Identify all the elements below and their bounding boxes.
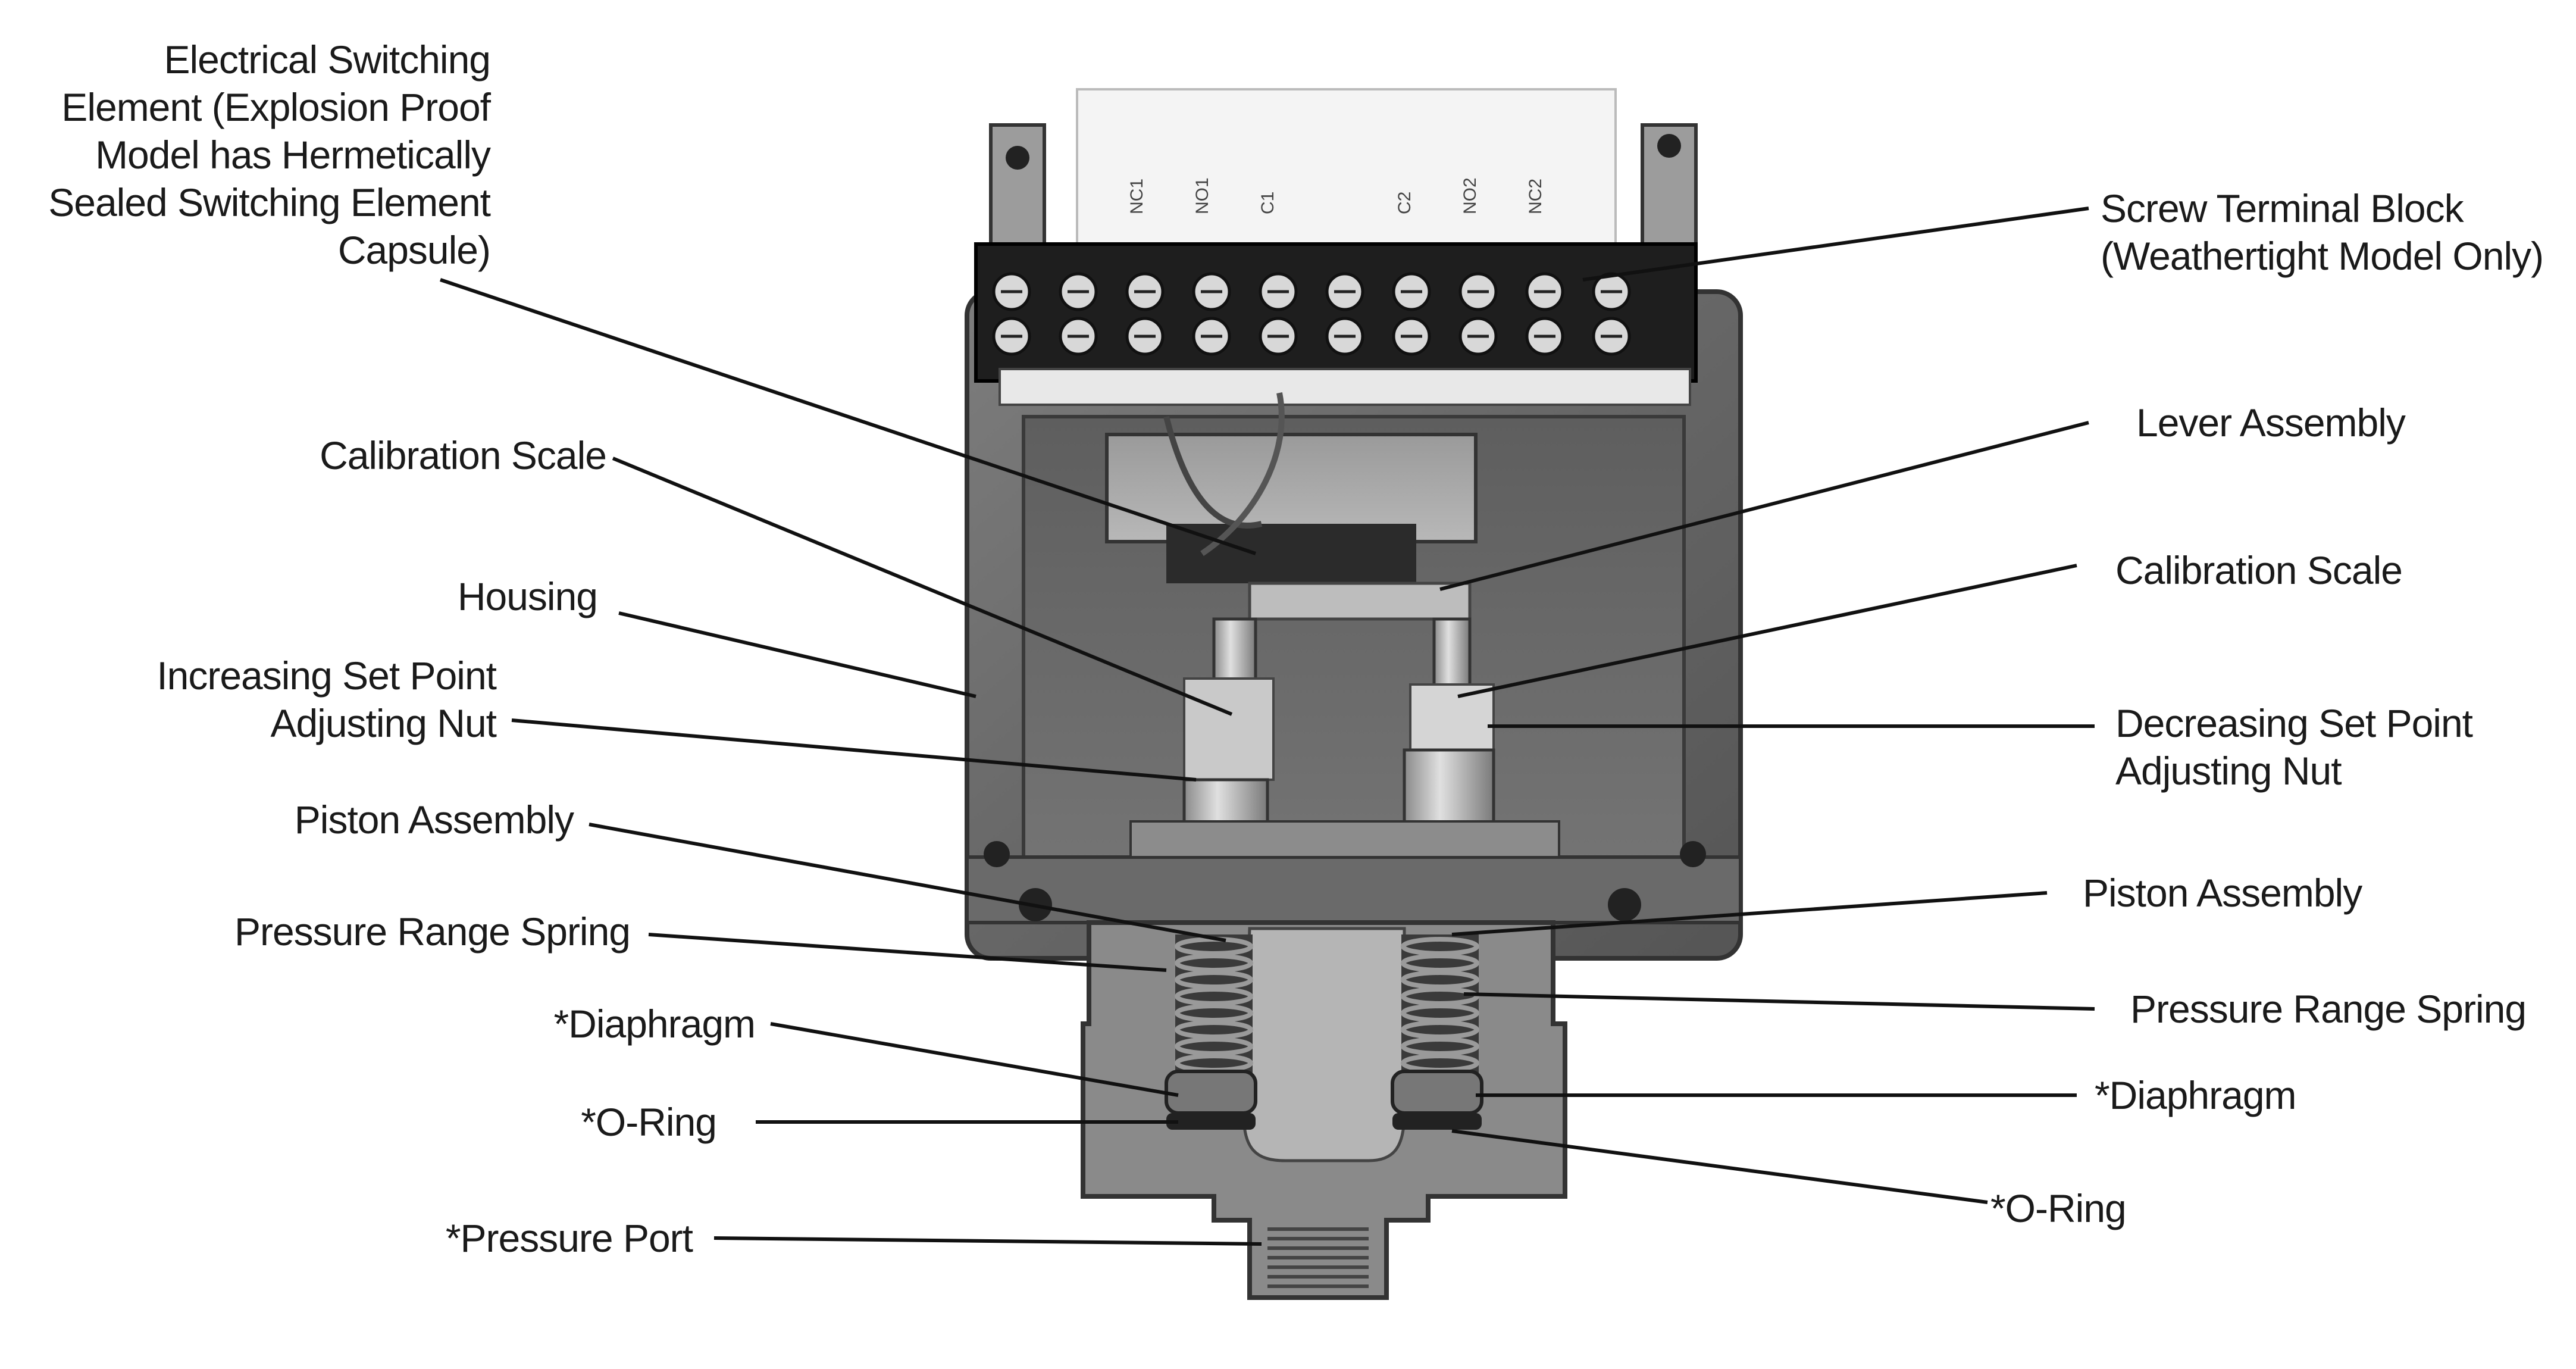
left-pressure-range-spring [1175,934,1253,1077]
terminal-label: C2 [1395,192,1414,214]
leader-electrical-switching-element [440,278,1256,555]
leader-pressure-range-spring-right [1463,992,2095,1011]
leader-calibration-scale-right [1457,564,2077,698]
leader-increasing-set-point [511,718,1197,782]
leader-piston-assembly-left [589,823,1226,942]
label-screw-terminal-block: Screw Terminal Block (Weathertight Model… [2101,186,2544,278]
leader-pressure-range-spring-left [648,933,1167,972]
leader-screw-terminal-block [1582,207,2089,282]
left-calibration-scale-part [1183,677,1275,781]
leader-lines [440,207,2095,1246]
label-decreasing-set-point: Decreasing Set Point Adjusting Nut [2115,701,2473,793]
label-calibration-scale-left: Calibration Scale [320,433,607,477]
label-piston-assembly-left: Piston Assembly [294,798,574,842]
label-pressure-range-spring-left: Pressure Range Spring [234,909,631,954]
right-o-ring [1392,1113,1482,1130]
label-pressure-port: *Pressure Port [445,1216,693,1260]
leader-pressure-port [713,1236,1262,1246]
label-diaphragm-right: *Diaphragm [2095,1073,2296,1117]
device-illustration: NC1 NO1 C1 C2 NO2 NC2 [965,88,1743,1300]
label-lever-assembly: Lever Assembly [2136,401,2406,445]
right-pressure-range-spring [1401,934,1479,1077]
pressure-port-threads [1267,1227,1369,1288]
leader-lever-assembly [1439,421,2089,591]
leader-piston-assembly-right [1451,891,2048,936]
leader-diaphragm-left [770,1022,1179,1097]
lever-assembly-part [1248,582,1472,621]
label-electrical-switching-element: Electrical Switching Element (Explosion … [48,37,491,272]
label-increasing-set-point: Increasing Set Point Adjusting Nut [156,654,497,745]
leader-housing [618,611,976,698]
label-calibration-scale-right: Calibration Scale [2115,548,2403,592]
terminal-screws [992,272,1631,356]
terminal-label: NO2 [1460,177,1480,214]
label-o-ring-left: *O-Ring [581,1100,717,1144]
terminal-labels: NC1 NO1 C1 C2 NO2 NC2 [1127,177,1545,214]
terminal-block [974,242,1698,383]
terminal-label: C1 [1258,192,1278,214]
left-diaphragm-cup [1165,1070,1257,1115]
left-o-ring [1166,1113,1256,1130]
label-housing: Housing [457,574,598,618]
leader-calibration-scale-left [612,457,1233,716]
label-piston-assembly-right: Piston Assembly [2083,871,2362,915]
right-diaphragm-cup [1391,1070,1483,1115]
label-pressure-range-spring-right: Pressure Range Spring [2130,987,2527,1031]
terminal-label: NO1 [1192,177,1212,214]
right-calibration-scale-part [1409,683,1495,751]
terminal-label: NC2 [1526,179,1545,214]
terminal-label: NC1 [1127,179,1147,214]
label-diaphragm-left: *Diaphragm [553,1002,756,1046]
label-o-ring-right: *O-Ring [1990,1186,2127,1230]
leader-o-ring-right [1451,1129,1988,1204]
